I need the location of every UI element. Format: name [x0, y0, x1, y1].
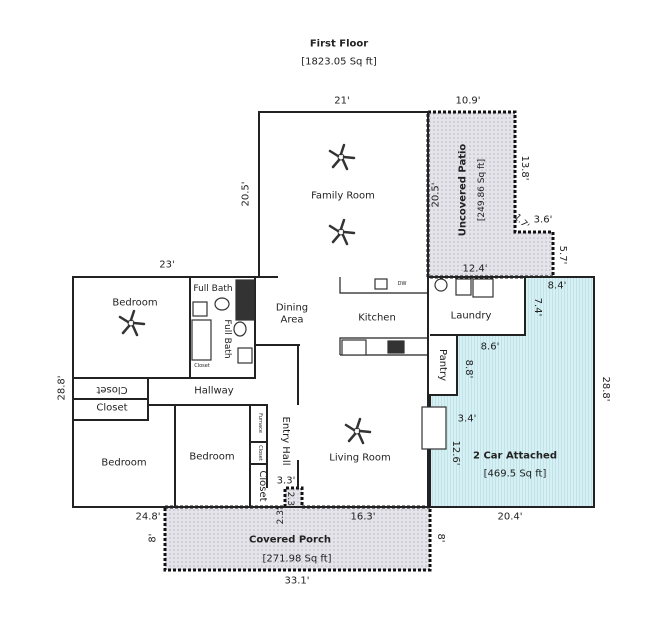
dimension: 28.8' — [56, 375, 68, 401]
fireplace-icon — [421, 406, 447, 450]
room-full-bath: Full Bath — [222, 319, 233, 359]
patio-area: [249.86 Sq ft] — [476, 158, 487, 222]
room-hallway: Hallway — [194, 385, 234, 397]
dimension: 20.5' — [240, 181, 252, 207]
dimension: 8' — [434, 533, 446, 543]
garage-area: [469.5 Sq ft] — [483, 468, 547, 480]
room-pantry: Pantry — [436, 349, 448, 381]
uncovered-patio — [426, 110, 555, 279]
patio-name: Uncovered Patio — [457, 143, 469, 237]
dimension: 5.7' — [556, 245, 568, 265]
washer-icon — [455, 278, 472, 296]
floor-area: [1823.05 Sq ft] — [301, 56, 377, 68]
dimension: 3.3' — [276, 475, 296, 487]
dimension: 33.1' — [284, 575, 310, 587]
dimension: 7.4' — [531, 297, 543, 317]
ceiling-fan-icon — [118, 309, 146, 337]
dimension: 24.8' — [135, 511, 161, 523]
dimension: 21' — [334, 95, 350, 107]
dimension: 3.4' — [457, 413, 477, 425]
stove-icon — [387, 340, 405, 354]
ceiling-fan-icon — [328, 143, 356, 171]
dimension: 8' — [147, 533, 159, 543]
dimension: 10.9' — [455, 95, 481, 107]
toilet-icon — [233, 321, 247, 337]
dimension: 13.8' — [518, 155, 530, 181]
dimension: 8.6' — [480, 341, 500, 353]
sink-icon — [341, 339, 367, 356]
sink-icon — [192, 301, 208, 317]
porch-name: Covered Porch — [248, 534, 332, 546]
dimension: 2.3' — [285, 491, 296, 509]
dimension: 20.5' — [430, 182, 442, 208]
room-closet: Closet — [96, 402, 128, 414]
dimension: 12.4' — [462, 263, 488, 275]
room-closet: Closet — [256, 470, 268, 502]
dimension: 3.6' — [533, 214, 553, 226]
sink-icon — [374, 278, 388, 290]
porch-area: [271.98 Sq ft] — [262, 553, 332, 565]
dimension: 23' — [159, 259, 175, 271]
dimension: 16.3' — [350, 511, 376, 523]
room-full-bath: Full Bath — [193, 283, 233, 294]
dimension: 8.4' — [547, 280, 567, 292]
dimension: 28.8' — [599, 376, 611, 402]
room-furnace: Furnace — [256, 413, 263, 433]
dishwasher-label: DW — [397, 281, 407, 288]
ceiling-fan-icon — [344, 417, 372, 445]
dimension: 20.4' — [497, 511, 523, 523]
water-heater-icon — [434, 278, 448, 292]
dimension: 8.8' — [462, 359, 474, 379]
bathtub-icon — [191, 319, 212, 361]
shower-grate — [235, 279, 255, 321]
room-bedroom: Bedroom — [101, 457, 147, 469]
room-entry-hall: Entry Hall — [279, 416, 291, 466]
room-bedroom: Bedroom — [112, 297, 158, 309]
room-laundry: Laundry — [450, 310, 492, 322]
toilet-icon — [214, 297, 230, 311]
dimension: 2.3' — [275, 507, 286, 525]
room-closet: Closet — [96, 383, 128, 395]
dimension: 12.6' — [449, 440, 461, 466]
sink-icon — [237, 347, 253, 364]
room-closet: Closet — [256, 445, 263, 461]
room-living: Living Room — [329, 452, 391, 464]
room-kitchen: Kitchen — [358, 312, 396, 324]
room-dining: Dining Area — [275, 302, 309, 326]
garage-name: 2 Car Attached — [473, 450, 557, 462]
room-bedroom: Bedroom — [189, 451, 235, 463]
dryer-icon — [472, 278, 494, 298]
room-closet: Closet — [194, 363, 210, 370]
ceiling-fan-icon — [328, 218, 356, 246]
floor-title: First Floor — [309, 38, 369, 50]
room-family: Family Room — [311, 190, 375, 202]
